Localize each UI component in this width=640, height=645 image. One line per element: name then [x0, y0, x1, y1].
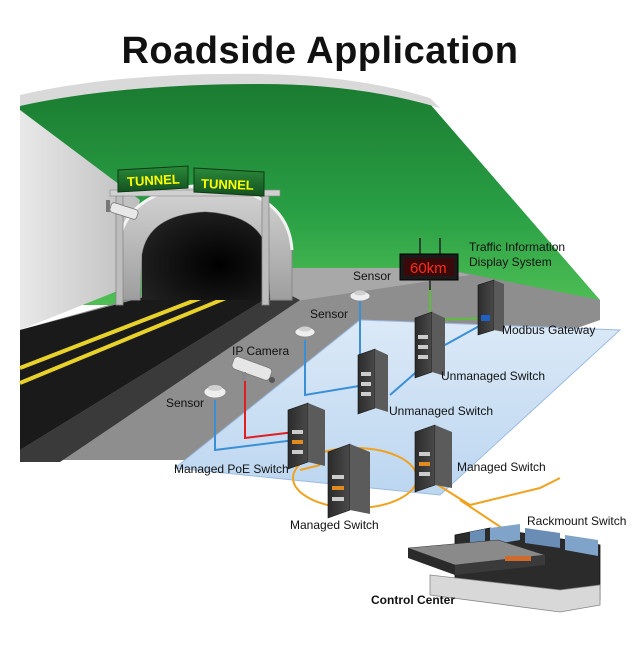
smoke-sensor-icon: [294, 326, 316, 338]
tunnel-sign-right: TUNNEL: [193, 167, 265, 197]
label-traffic-info-line2: Display System: [469, 255, 552, 269]
led-reading: 60km: [410, 260, 447, 277]
left-wall: [20, 110, 140, 330]
smoke-sensor-icon: [349, 290, 371, 302]
label-sensor-left: Sensor: [166, 396, 205, 410]
cctv-camera-icon: [106, 200, 139, 220]
led-display-icon: 60km: [399, 238, 459, 290]
page-title: Roadside Application: [121, 30, 519, 72]
smoke-sensor-icon: [203, 385, 227, 399]
tunnel-sign-text: TUNNEL: [201, 176, 254, 193]
industrial-switch-icon: [287, 402, 325, 470]
road: [20, 265, 280, 450]
rackmount-switch-icon: [407, 539, 546, 575]
label-managed-poe-switch: Managed PoE Switch: [174, 462, 289, 476]
label-managed-switch-1: Managed Switch: [457, 460, 546, 474]
industrial-switch-icon: [327, 443, 370, 519]
tunnel-sign-left: TUNNEL: [117, 165, 189, 193]
label-modbus-gateway: Modbus Gateway: [502, 323, 596, 337]
label-unmanaged-switch-2: Unmanaged Switch: [389, 404, 494, 418]
label-control-center: Control Center: [371, 593, 455, 607]
label-sensor-top: Sensor: [353, 269, 392, 283]
industrial-switch-icon: [414, 424, 452, 493]
label-managed-switch-2: Managed Switch: [290, 518, 379, 532]
label-sensor-mid: Sensor: [310, 307, 349, 321]
ip-camera-icon: [231, 356, 275, 383]
label-traffic-info-line1: Traffic Information: [469, 240, 566, 254]
poe-link: [244, 380, 296, 440]
gantry-post-right: [261, 194, 270, 306]
modbus-gateway-icon: [477, 279, 504, 336]
label-ip-camera: IP Camera: [232, 344, 290, 358]
tunnel-entrance: [142, 212, 270, 300]
tunnel-sign-text: TUNNEL: [127, 171, 180, 189]
label-rackmount-switch: Rackmount Switch: [527, 514, 627, 528]
industrial-switch-icon: [414, 311, 445, 379]
industrial-switch-icon: [357, 348, 388, 415]
label-unmanaged-switch-1: Unmanaged Switch: [441, 369, 546, 383]
